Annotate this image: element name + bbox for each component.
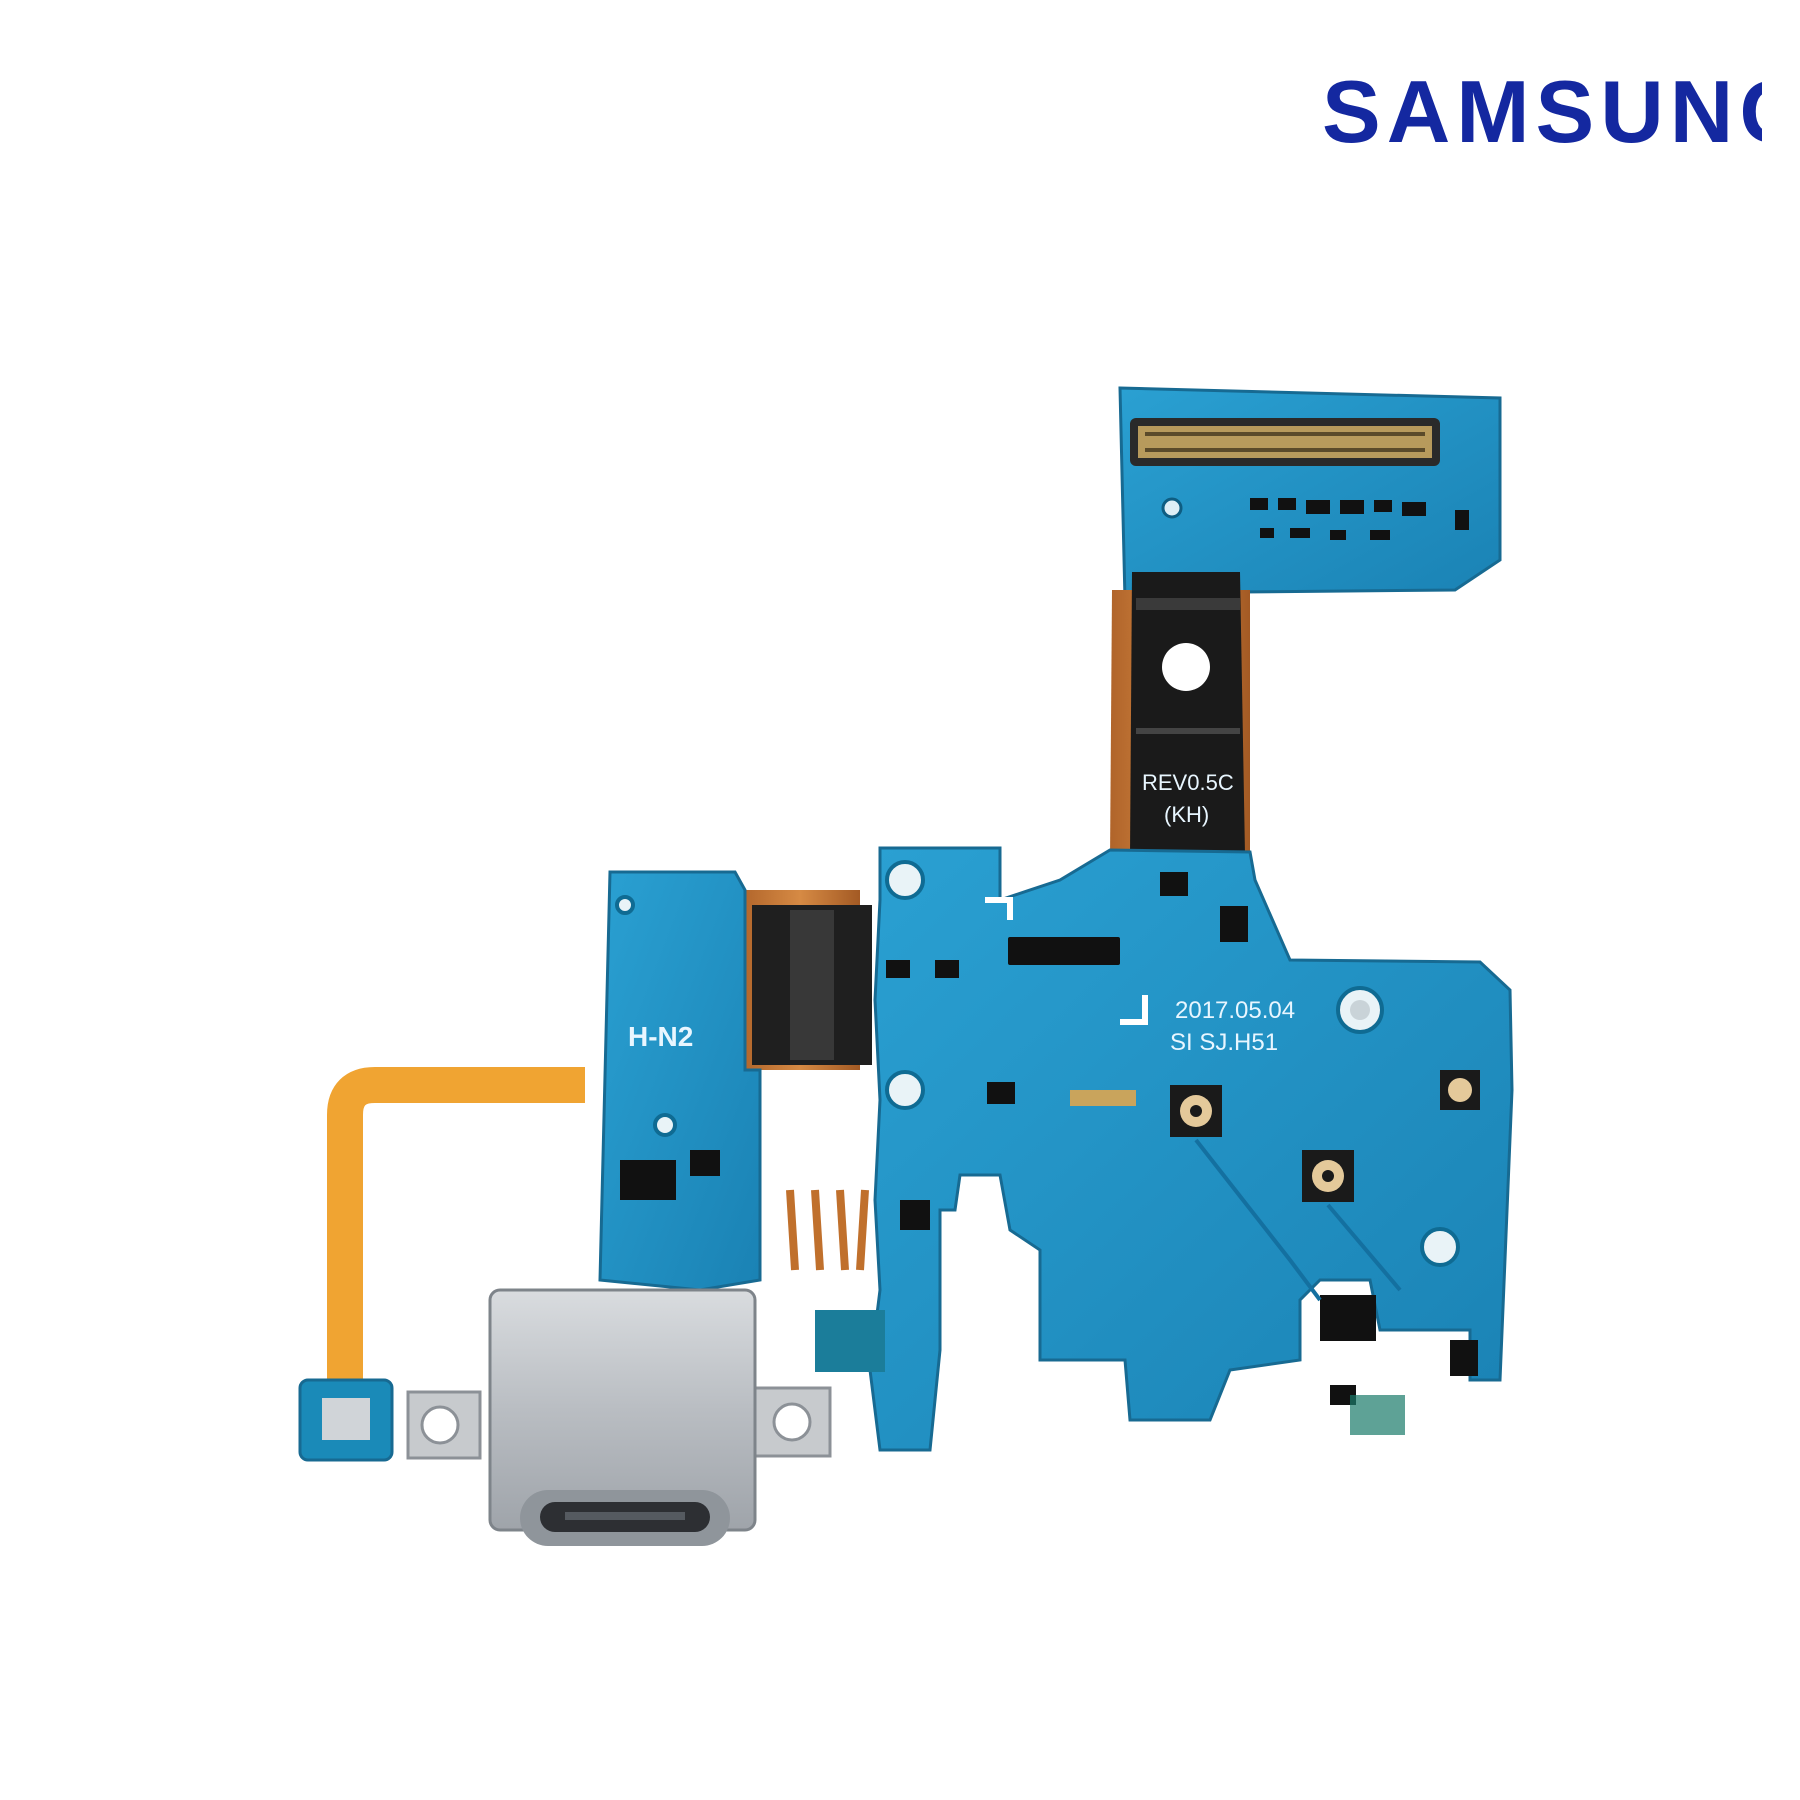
main-pcb: H-N2 2017.05.04 SI SJ.H51 bbox=[598, 846, 1514, 1452]
flex-label-kh: (KH) bbox=[1164, 802, 1209, 827]
usb-c-port bbox=[406, 1288, 832, 1546]
rf-connectors bbox=[1170, 1070, 1480, 1202]
microphone-flex bbox=[298, 1067, 585, 1462]
lower-antenna-pads bbox=[815, 1310, 1405, 1435]
samsung-logo: SAMSUNG bbox=[1322, 64, 1762, 154]
brand-logo-text: SAMSUNG bbox=[1322, 64, 1762, 154]
board-date-label: 2017.05.04 bbox=[1175, 997, 1295, 1024]
flex-cable-stiffener: REV0.5C (KH) bbox=[1110, 572, 1250, 860]
flex-label-rev: REV0.5C bbox=[1142, 770, 1234, 795]
middle-flex-left bbox=[740, 890, 872, 1070]
board-model-label: H-N2 bbox=[628, 1021, 693, 1052]
board-code-label: SI SJ.H51 bbox=[1170, 1029, 1278, 1056]
top-connector-board bbox=[1118, 386, 1502, 602]
copper-traces bbox=[786, 1189, 869, 1271]
